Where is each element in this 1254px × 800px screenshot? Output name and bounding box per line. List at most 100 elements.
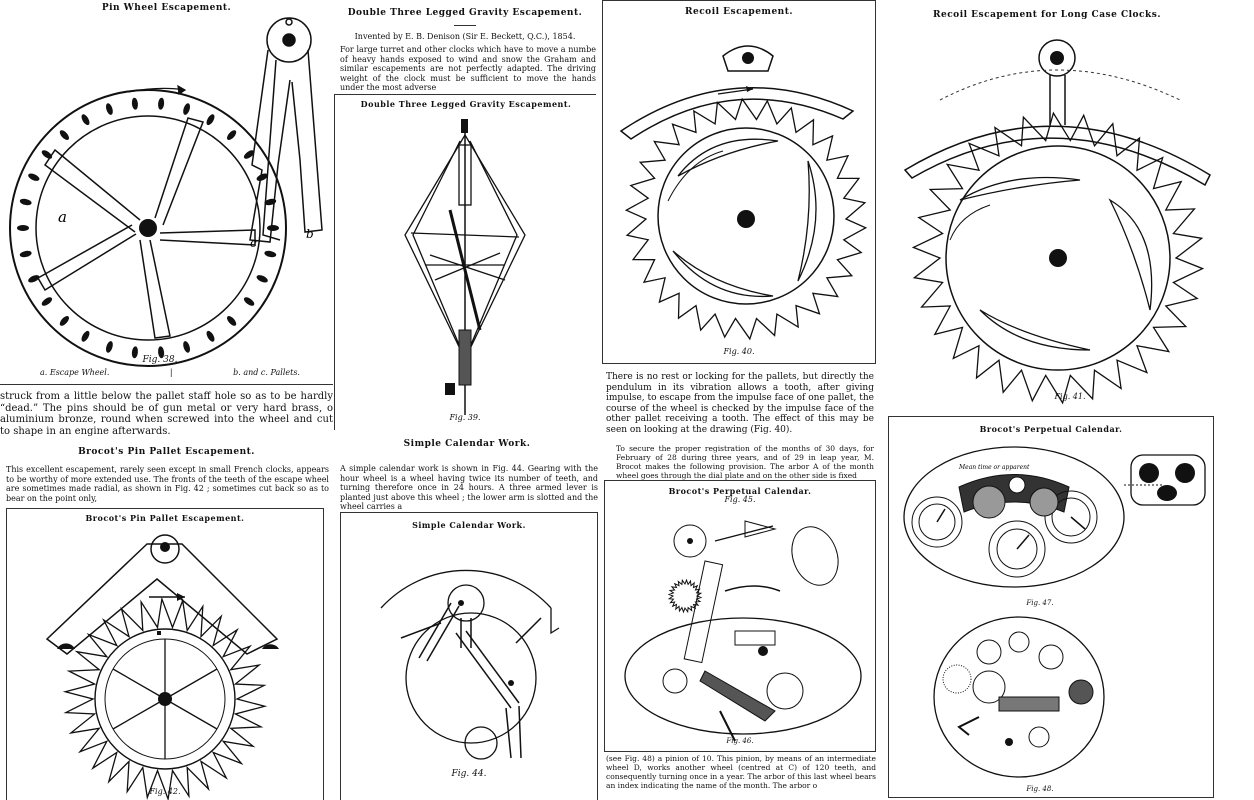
fig-39-title: Double Three Legged Gravity Escapement. bbox=[360, 99, 572, 109]
pin-wheel-body-text: struck from a little below the pallet st… bbox=[0, 391, 333, 437]
double-three-panel: Double Three Legged Gravity Escapement. … bbox=[334, 0, 596, 430]
wheel-direction-arrow bbox=[127, 84, 187, 96]
long-case-title: Recoil Escapement for Long Case Clocks. bbox=[933, 10, 1161, 20]
legend-sep: | bbox=[169, 368, 173, 377]
wheel-tooth-outline bbox=[667, 578, 703, 614]
simple-calendar-panel: Simple Calendar Work. A simple calendar … bbox=[336, 432, 598, 800]
pin-wheel-panel: Pin Wheel Escapement. a b c Fig. 38. bbox=[0, 0, 333, 390]
brocot-perp-top-text: To secure the proper registration of the… bbox=[616, 444, 874, 480]
recoil-panel: Recoil Escapement. Fig. 40. There is no … bbox=[598, 0, 876, 436]
perpetual-dial-figure: Mean time or apparent bbox=[903, 446, 1206, 778]
fig-42-frame: Brocot's Pin Pallet Escapement. Fi bbox=[6, 508, 324, 800]
fig-39-caption: Fig. 39. bbox=[449, 413, 481, 422]
escape-wheel-pin bbox=[267, 225, 279, 231]
escape-wheel-teeth bbox=[62, 596, 268, 800]
long-case-recoil-figure bbox=[903, 39, 1211, 405]
escape-wheel-pins bbox=[17, 97, 279, 359]
month-wheel-teeth bbox=[667, 578, 703, 614]
wheel-tooth-outline bbox=[62, 596, 268, 800]
escape-wheel-pin bbox=[41, 150, 53, 159]
heading-rule bbox=[454, 25, 476, 26]
fig-47-48-frame: Brocot's Perpetual Calendar. Mean time o… bbox=[888, 416, 1214, 798]
escape-wheel-pin bbox=[59, 130, 69, 140]
fig-44-caption: Fig. 44. bbox=[451, 769, 487, 779]
brocot-perpetual-2-panel: Brocot's Perpetual Calendar. Mean time o… bbox=[888, 416, 1214, 800]
escape-wheel-pin bbox=[183, 103, 191, 115]
wheel-tooth-outline bbox=[624, 97, 868, 341]
double-three-heading: Double Three Legged Gravity Escapement. bbox=[347, 8, 583, 18]
escape-wheel-pin bbox=[81, 330, 90, 342]
fig-42-title: Brocot's Pin Pallet Escapement. bbox=[85, 513, 245, 523]
escape-wheel-pin bbox=[131, 346, 138, 359]
fig-46-caption: Fig. 46. bbox=[726, 737, 754, 745]
escape-wheel-teeth bbox=[911, 111, 1205, 405]
pin-wheel-escapement-figure: a b c bbox=[9, 17, 323, 367]
fig-44-frame: Simple Calendar Work. Fig. 44. bbox=[340, 512, 598, 800]
fig-45-caption: Fig. 45. bbox=[724, 495, 756, 504]
dial-text: Mean time or apparent bbox=[958, 464, 1030, 471]
fig-41-caption: Fig. 41. bbox=[1054, 392, 1086, 401]
escape-wheel-pin bbox=[105, 341, 113, 353]
escape-wheel-pin bbox=[158, 346, 165, 359]
escape-wheel-pin bbox=[264, 250, 277, 258]
escape-wheel-pin bbox=[105, 103, 113, 115]
invented-line: Invented by E. B. Denison (Sir E. Becket… bbox=[354, 32, 576, 41]
escape-wheel-pin bbox=[28, 173, 40, 181]
fig-38-caption: Fig. 38. bbox=[142, 355, 178, 365]
calendar-work-figure bbox=[380, 569, 560, 760]
escape-wheel-pin bbox=[256, 275, 268, 283]
double-three-body: For large turret and other clocks which … bbox=[340, 45, 596, 92]
recoil-body-text: There is no rest or locking for the pall… bbox=[606, 372, 874, 435]
label-a: a bbox=[58, 208, 67, 226]
escape-wheel-spokes bbox=[36, 117, 256, 339]
gravity-escapement-figure bbox=[404, 119, 526, 415]
escape-wheel-pin bbox=[243, 297, 255, 306]
divider bbox=[0, 384, 333, 385]
escape-wheel-pin bbox=[59, 316, 69, 326]
fig-39-frame: Double Three Legged Gravity Escapement. … bbox=[334, 94, 596, 430]
fig-40-caption: Fig. 40. bbox=[723, 347, 755, 356]
brocot-perp2-title: Brocot's Perpetual Calendar. bbox=[979, 424, 1123, 434]
brocot-pin-panel: Brocot's Pin Pallet Escapement. This exc… bbox=[0, 440, 333, 800]
simple-cal-heading: Simple Calendar Work. bbox=[403, 439, 531, 449]
fig-45-46-frame: Brocot's Perpetual Calendar. Fig. 45. Fi… bbox=[604, 480, 876, 752]
escape-wheel-pin bbox=[81, 114, 90, 126]
brocot-perp-title: Brocot's Perpetual Calendar. bbox=[668, 486, 812, 496]
pallet-arm bbox=[249, 17, 323, 243]
brocot-perpetual-panel: To secure the proper registration of the… bbox=[600, 442, 878, 800]
fig-38-legend: a. Escape Wheel. | b. and c. Pallets. bbox=[40, 368, 300, 377]
label-c: c bbox=[250, 236, 257, 250]
escape-wheel-pin bbox=[243, 150, 255, 159]
recoil-title: Recoil Escapement. bbox=[685, 7, 793, 17]
long-case-panel: Recoil Escapement for Long Case Clocks. … bbox=[880, 0, 1214, 410]
escape-wheel-pin bbox=[17, 225, 29, 231]
fig-42-caption: Fig. 42. bbox=[149, 787, 181, 796]
escape-wheel-pin bbox=[256, 173, 268, 181]
fig-40-frame: Recoil Escapement. Fig. 40. bbox=[602, 0, 876, 364]
escape-wheel-rim-outer bbox=[9, 89, 287, 367]
fig-47-caption: Fig. 47. bbox=[1026, 599, 1054, 607]
escape-wheel-pin bbox=[206, 330, 215, 342]
escape-wheel-pin bbox=[131, 97, 138, 110]
brocot-pin-body: This excellent escapement, rarely seen e… bbox=[6, 465, 329, 503]
fig-44-title: Simple Calendar Work. bbox=[412, 520, 526, 530]
escape-wheel-arbor bbox=[139, 219, 157, 237]
escape-wheel-pin bbox=[19, 198, 32, 206]
wheel-tooth-outline bbox=[911, 111, 1205, 405]
legend-a: a. Escape Wheel. bbox=[40, 368, 110, 377]
pin-wheel-title: Pin Wheel Escapement. bbox=[101, 3, 232, 13]
pin-pallet-figure bbox=[45, 534, 279, 800]
escape-wheel-teeth bbox=[624, 97, 868, 341]
escape-wheel-pin bbox=[19, 250, 32, 258]
recoil-escapement-figure bbox=[619, 45, 868, 341]
escape-wheel-pin bbox=[28, 275, 40, 283]
legend-bc: b. and c. Pallets. bbox=[233, 368, 300, 377]
brocot-pin-heading: Brocot's Pin Pallet Escapement. bbox=[78, 447, 255, 457]
escape-wheel-pin bbox=[206, 114, 215, 126]
label-b: b bbox=[306, 227, 314, 241]
escape-wheel-pin bbox=[227, 316, 237, 326]
fig-48-caption: Fig. 48. bbox=[1026, 785, 1054, 793]
escape-wheel-pin bbox=[227, 130, 237, 140]
simple-cal-body: A simple calendar work is shown in Fig. … bbox=[340, 464, 598, 511]
brocot-perp-bottom-text: (see Fig. 48) a pinion of 10. This pinio… bbox=[606, 754, 876, 790]
